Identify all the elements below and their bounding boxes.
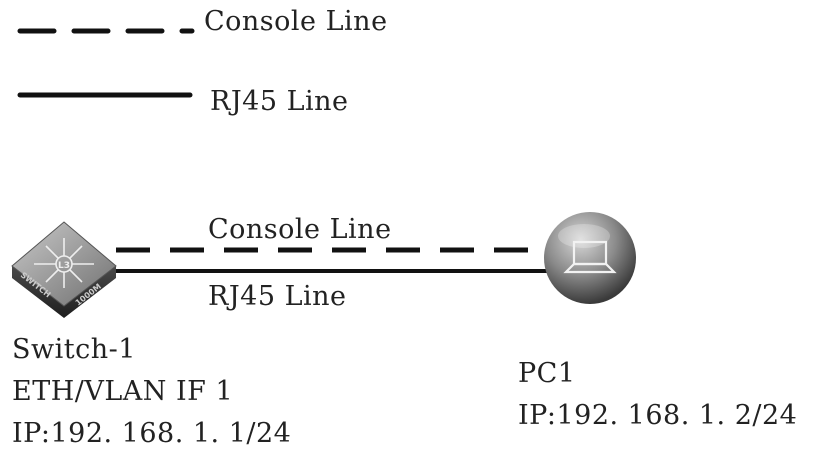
legend-rj45-label: RJ45 Line <box>210 86 349 117</box>
legend <box>17 28 195 98</box>
links <box>116 247 548 273</box>
console-link-label: Console Line <box>208 214 392 245</box>
legend-console-label: Console Line <box>204 6 388 37</box>
switch-name: Switch-1 <box>12 334 136 365</box>
rj45-link-label: RJ45 Line <box>208 281 347 312</box>
laptop-icon[interactable] <box>544 212 636 304</box>
switch-interface: ETH/VLAN IF 1 <box>12 376 234 407</box>
switch-icon-badge: L3 <box>58 261 70 271</box>
switch-ip: IP:192. 168. 1. 1/24 <box>12 418 292 449</box>
pc-ip: IP:192. 168. 1. 2/24 <box>518 400 798 431</box>
l3-switch-icon[interactable]: L3 SWITCH 1000M <box>11 221 117 318</box>
pc-name: PC1 <box>518 358 576 389</box>
